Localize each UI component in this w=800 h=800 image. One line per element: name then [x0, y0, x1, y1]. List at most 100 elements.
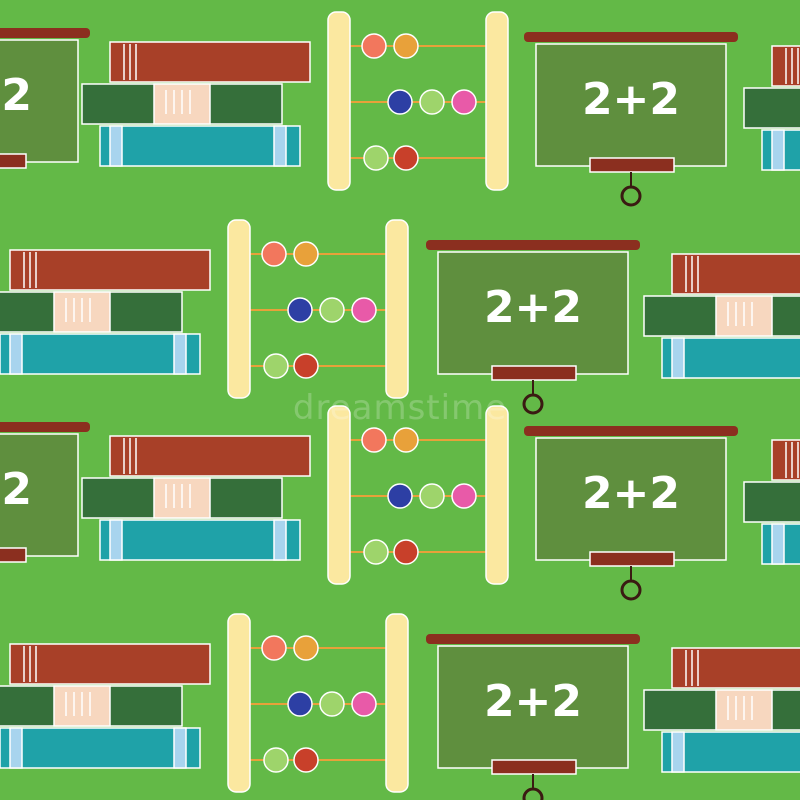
abacus-bead — [293, 747, 319, 773]
abacus-bead — [451, 483, 477, 509]
board-top-rail — [524, 32, 738, 42]
book-teal-spine — [109, 125, 123, 167]
book-teal — [99, 519, 301, 561]
chalkboard-icon: 2+2 — [0, 422, 90, 563]
board-text: 2+2 — [484, 282, 582, 333]
book-teal — [661, 731, 800, 773]
board-text: 2+2 — [484, 676, 582, 727]
abacus-bead — [287, 691, 313, 717]
book-teal-spine — [173, 333, 187, 375]
board-text: 2+2 — [0, 464, 32, 515]
book-teal-spine — [9, 727, 23, 769]
abacus-bead — [293, 635, 319, 661]
book-teal-spine — [9, 333, 23, 375]
book-stack-icon — [743, 45, 800, 171]
pattern-tiles: 2+2 2+2 2+2 2+2 2+2 2+2 — [0, 11, 800, 800]
book-red — [671, 647, 800, 689]
abacus-icon — [327, 405, 509, 585]
abacus-bead — [261, 635, 287, 661]
board-text: 2+2 — [0, 70, 32, 121]
board-top-rail — [426, 634, 640, 644]
board-ring — [620, 579, 642, 601]
book-stack-icon — [81, 41, 311, 167]
book-teal — [661, 337, 800, 379]
board-tray — [0, 547, 27, 563]
chalkboard-icon: 2+2 — [524, 426, 738, 601]
board-tray — [589, 157, 675, 173]
chalkboard-icon: 2+2 — [426, 634, 640, 800]
book-green — [743, 87, 800, 129]
board-top-rail — [0, 422, 90, 432]
book-teal — [99, 125, 301, 167]
book-teal-spine — [671, 731, 685, 773]
board-ring — [620, 185, 642, 207]
abacus-post-left — [327, 11, 351, 191]
abacus-bead — [261, 241, 287, 267]
book-teal-spine — [273, 519, 287, 561]
abacus-bead — [419, 89, 445, 115]
book-red — [671, 253, 800, 295]
abacus-post-right — [385, 613, 409, 793]
board-text: 2+2 — [582, 74, 680, 125]
abacus-bead — [319, 691, 345, 717]
book-stack-icon — [0, 643, 211, 769]
abacus-bead — [351, 691, 377, 717]
board-surface — [0, 433, 79, 557]
abacus-bead — [263, 353, 289, 379]
abacus-bead — [363, 539, 389, 565]
abacus-bead — [319, 297, 345, 323]
board-top-rail — [524, 426, 738, 436]
book-teal-spine — [771, 523, 785, 565]
abacus-bead — [363, 145, 389, 171]
book-teal-spine — [109, 519, 123, 561]
abacus-bead — [351, 297, 377, 323]
abacus-bead — [293, 241, 319, 267]
abacus-bead — [393, 145, 419, 171]
board-surface — [437, 645, 629, 769]
chalkboard-icon: 2+2 — [524, 32, 738, 207]
abacus-post-left — [227, 613, 251, 793]
abacus-icon — [227, 219, 409, 399]
book-red — [9, 643, 211, 685]
abacus-post-left — [227, 219, 251, 399]
abacus-post-right — [485, 405, 509, 585]
abacus-bead — [387, 89, 413, 115]
abacus-bead — [393, 427, 419, 453]
abacus-bead — [393, 539, 419, 565]
book-teal-spine — [173, 727, 187, 769]
chalkboard-icon: 2+2 — [426, 240, 640, 415]
board-tray — [491, 759, 577, 775]
board-text: 2+2 — [582, 468, 680, 519]
board-tray — [0, 153, 27, 169]
book-stack-icon — [643, 253, 800, 379]
book-teal-spine — [771, 129, 785, 171]
board-top-rail — [426, 240, 640, 250]
abacus-post-right — [385, 219, 409, 399]
book-stack-icon — [643, 647, 800, 773]
abacus-bead — [263, 747, 289, 773]
abacus-bead — [361, 33, 387, 59]
book-stack-icon — [0, 249, 211, 375]
abacus-bead — [393, 33, 419, 59]
board-surface — [535, 437, 727, 561]
book-teal — [0, 333, 201, 375]
board-ring — [522, 787, 544, 800]
board-tray — [589, 551, 675, 567]
book-teal-spine — [273, 125, 287, 167]
abacus-bead — [451, 89, 477, 115]
abacus-post-left — [327, 405, 351, 585]
abacus-bead — [293, 353, 319, 379]
book-teal-spine — [671, 337, 685, 379]
abacus-bead — [387, 483, 413, 509]
book-green — [743, 481, 800, 523]
abacus-bead — [361, 427, 387, 453]
board-top-rail — [0, 28, 90, 38]
board-tray — [491, 365, 577, 381]
abacus-icon — [227, 613, 409, 793]
board-surface — [0, 39, 79, 163]
book-red — [109, 435, 311, 477]
book-red — [9, 249, 211, 291]
board-ring — [522, 393, 544, 415]
book-stack-icon — [81, 435, 311, 561]
